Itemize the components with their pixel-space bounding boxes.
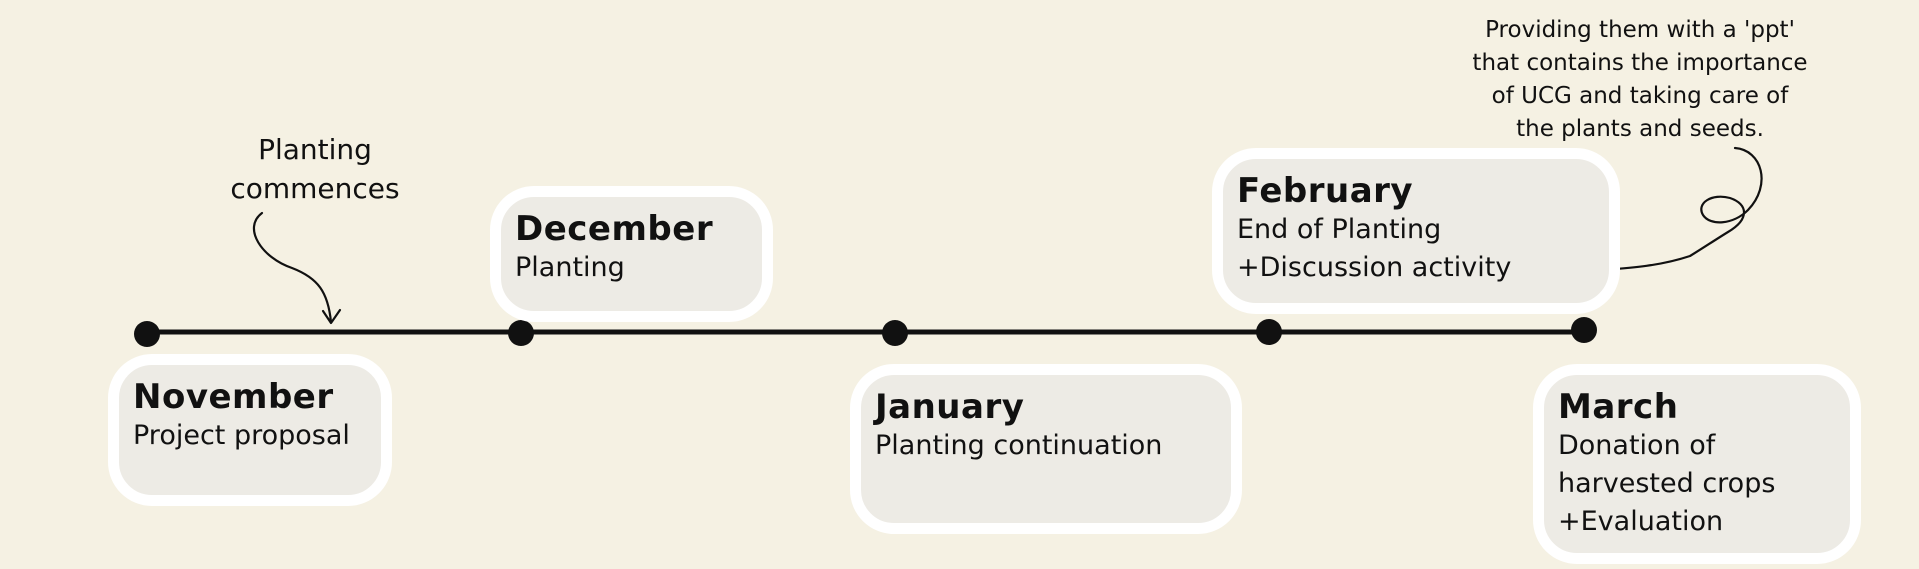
milestone-description: Planting continuation xyxy=(875,430,1163,461)
milestone-card-march: March Donation of harvested crops +Evalu… xyxy=(1533,364,1861,564)
milestone-description: Planting xyxy=(515,252,625,283)
milestone-card-december: December Planting xyxy=(490,186,773,322)
milestone-month: March xyxy=(1558,387,1679,427)
milestone-month: February xyxy=(1237,171,1414,211)
curved-arrow-icon xyxy=(252,211,342,325)
milestone-description: Project proposal xyxy=(133,420,350,451)
timeline-dot-february xyxy=(1256,319,1282,345)
timeline-dot-march xyxy=(1571,317,1597,343)
milestone-description: Donation of harvested crops +Evaluation xyxy=(1558,430,1776,537)
milestone-month: January xyxy=(875,387,1025,427)
planting-commences-note: Planting commences xyxy=(230,133,400,205)
milestone-month: November xyxy=(133,377,334,417)
timeline-dot-january xyxy=(882,320,908,346)
timeline-dot-december xyxy=(508,320,534,346)
milestone-description: End of Planting +Discussion activity xyxy=(1237,214,1512,283)
milestone-month: December xyxy=(515,209,714,249)
milestone-card-november: November Project proposal xyxy=(108,354,392,506)
ppt-note: Providing them with a 'ppt' that contain… xyxy=(1472,17,1808,142)
loop-arrow-icon xyxy=(1600,146,1763,278)
milestone-card-february: February End of Planting +Discussion act… xyxy=(1212,148,1620,314)
milestone-card-january: January Planting continuation xyxy=(850,364,1242,534)
timeline-dot-november xyxy=(134,321,160,347)
